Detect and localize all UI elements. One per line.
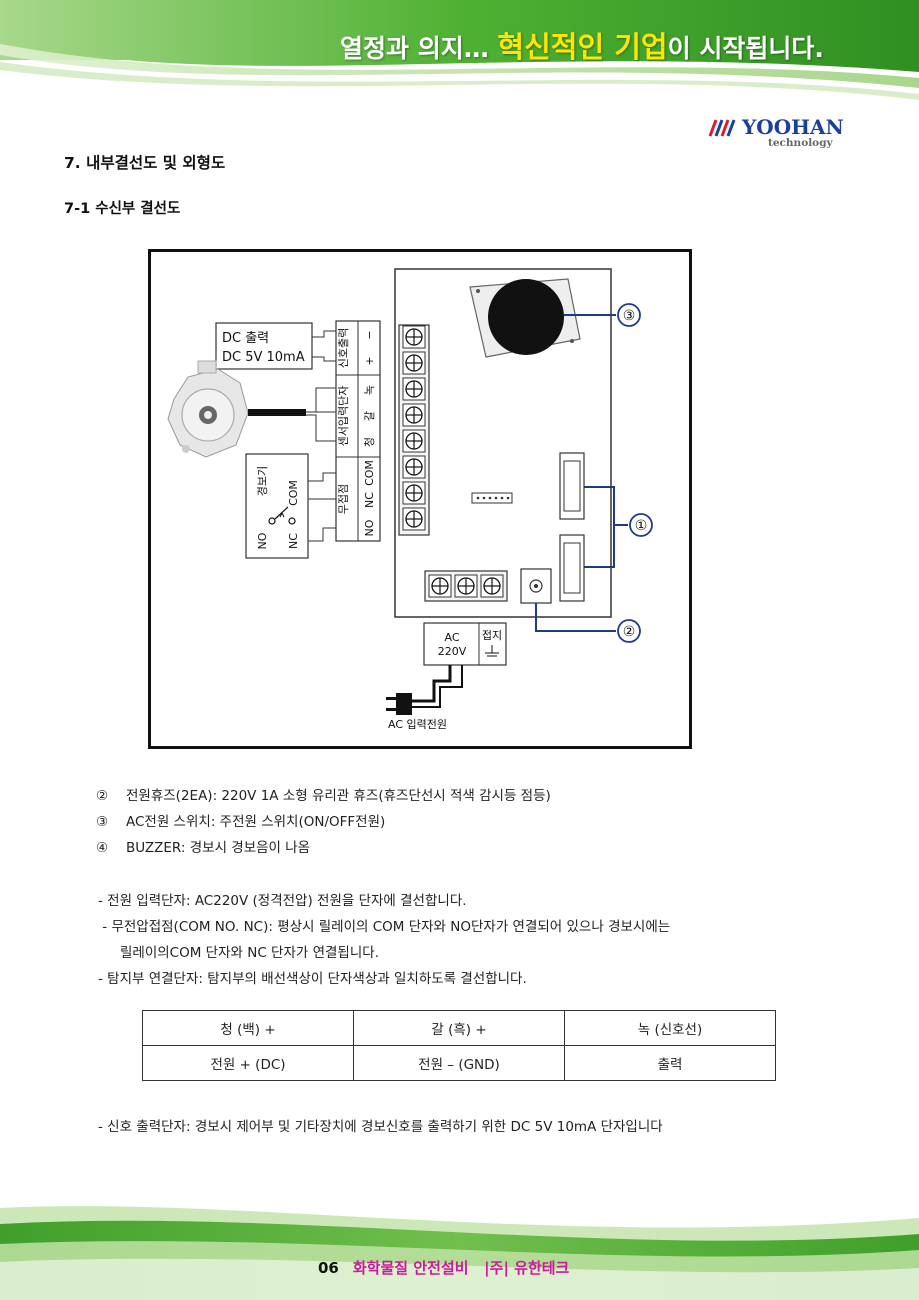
table-cell: 출력	[564, 1045, 776, 1081]
wiring-table: 청 (백) + 갈 (흑) + 녹 (신호선) 전원 + (DC) 전원 – (…	[142, 1010, 776, 1081]
note-item: ② 전원휴즈(2EA): 220V 1A 소형 유리관 휴즈(휴즈단선시 적색 감…	[96, 784, 551, 804]
terminal-screw-icon	[402, 403, 426, 427]
description-line: - 탐지부 연결단자: 탐지부의 배선색상이 단자색상과 일치하도록 결선합니다…	[98, 971, 527, 987]
note-text: BUZZER: 경보시 경보음이 나옴	[126, 840, 311, 856]
footer-title: 화학물질 안전설비 |주| 유한테크	[352, 1259, 570, 1277]
alarm-com-label: COM	[287, 480, 300, 506]
term-label-no: NO	[363, 519, 376, 536]
slogan-part2: 이 시작됩니다.	[667, 34, 824, 63]
group-sensor-input: 센서입력단자	[337, 386, 350, 447]
terminal-screw-icon	[402, 481, 426, 505]
callout-3: ③	[623, 308, 636, 324]
section-title: 7. 내부결선도 및 외형도	[64, 154, 226, 172]
ac-input-label: AC 입력전원	[388, 718, 447, 731]
terminal-screw-icon	[428, 574, 452, 598]
term-label-minus: −	[363, 330, 376, 339]
term-label-green: 녹	[363, 385, 376, 395]
callout-2: ②	[623, 624, 636, 640]
dc-output-line1: DC 출력	[222, 331, 269, 346]
buzzer-icon	[469, 278, 581, 358]
ac-box	[423, 622, 507, 666]
terminal-screw-icon	[402, 325, 426, 349]
alarm-label: 경보기	[256, 466, 269, 496]
signal-output-note: - 신호 출력단자: 경보시 제어부 및 기타장치에 경보신호를 출력하기 위한…	[98, 1119, 663, 1135]
footer-banner	[0, 1206, 919, 1300]
note-item: ④ BUZZER: 경보시 경보음이 나옴	[96, 836, 310, 856]
table-cell: 전원 – (GND)	[353, 1045, 565, 1081]
group-signal-output: 신호출력	[337, 328, 350, 368]
note-number: ②	[96, 788, 109, 804]
terminal-screw-icon	[402, 507, 426, 531]
description-line: 릴레이의COM 단자와 NC 단자가 연결됩니다.	[120, 945, 379, 961]
terminal-block	[398, 324, 430, 536]
fuse-holder-icon	[559, 452, 585, 602]
section-subtitle: 7-1 수신부 결선도	[64, 201, 181, 217]
footer: 06 화학물질 안전설비 |주| 유한테크	[318, 1257, 569, 1278]
logo-sub: technology	[768, 137, 834, 149]
term-label-nc: NC	[363, 492, 376, 508]
note-item: ③ AC전원 스위치: 주전원 스위치(ON/OFF전원)	[96, 810, 385, 830]
alarm-no-label: NO	[256, 532, 269, 549]
header-banner	[0, 0, 919, 100]
wiring-diagram: ③ 신호출력 센서입력단자 무접점 − + 녹 갈 청 COM NC NO DC…	[148, 249, 692, 749]
term-label-blue: 청	[363, 437, 376, 447]
table-cell: 녹 (신호선)	[564, 1010, 776, 1046]
table-row: 전원 + (DC) 전원 – (GND) 출력	[142, 1045, 776, 1081]
terminal-screw-icon	[402, 429, 426, 453]
sensor-icon	[167, 360, 306, 458]
dc-output-box	[215, 322, 313, 370]
ac-voltage: 220V	[438, 645, 467, 658]
term-label-brown: 갈	[362, 411, 376, 421]
description-line: - 무전압접점(COM NO. NC): 평상시 릴레이의 COM 단자와 NO…	[98, 919, 671, 935]
terminal-screw-icon	[402, 455, 426, 479]
power-plug-icon	[386, 693, 412, 715]
table-cell: 청 (백) +	[142, 1010, 354, 1046]
alarm-box	[245, 453, 309, 559]
terminal-screw-icon	[402, 377, 426, 401]
header-slogan: 열정과 의지… 혁신적인 기업이 시작됩니다.	[340, 24, 824, 66]
ground-label: 접지	[482, 629, 502, 642]
ground-icon	[485, 645, 499, 657]
term-label-plus: +	[363, 356, 376, 365]
page-number: 06	[318, 1259, 339, 1277]
logo-brand: YOOHAN	[741, 115, 844, 139]
terminal-screw-icon	[454, 574, 478, 598]
alarm-nc-label: NC	[287, 533, 300, 549]
term-label-com: COM	[363, 460, 376, 486]
company-logo: YOOHAN technology	[708, 115, 844, 149]
terminal-labels: 신호출력 센서입력단자 무접점 − + 녹 갈 청 COM NC NO	[337, 328, 376, 537]
description-line: - 전원 입력단자: AC220V (정격전압) 전원을 단자에 결선합니다.	[98, 893, 467, 909]
logo-stripes-icon	[708, 119, 736, 137]
slogan-highlight: 혁신적인 기업	[497, 30, 668, 64]
ac-label: AC	[444, 631, 459, 644]
dc-output-line2: DC 5V 10mA	[222, 350, 305, 365]
callout-1: ①	[635, 518, 648, 534]
note-text: 전원휴즈(2EA): 220V 1A 소형 유리관 휴즈(휴즈단선시 적색 감시…	[126, 788, 551, 804]
slogan-part1: 열정과 의지…	[340, 34, 498, 63]
terminal-screw-icon	[402, 351, 426, 375]
terminal-screw-icon	[480, 574, 504, 598]
table-cell: 갈 (흑) +	[353, 1010, 565, 1046]
board-connector	[471, 492, 513, 504]
group-dry-contact: 무접점	[337, 484, 350, 514]
note-number: ③	[96, 814, 109, 830]
table-row: 청 (백) + 갈 (흑) + 녹 (신호선)	[142, 1010, 776, 1046]
power-switch-icon	[520, 568, 552, 604]
note-number: ④	[96, 840, 109, 856]
ac-terminal-block	[424, 570, 508, 602]
switch-symbol-icon	[268, 506, 296, 525]
table-cell: 전원 + (DC)	[142, 1045, 354, 1081]
note-text: AC전원 스위치: 주전원 스위치(ON/OFF전원)	[126, 814, 386, 830]
